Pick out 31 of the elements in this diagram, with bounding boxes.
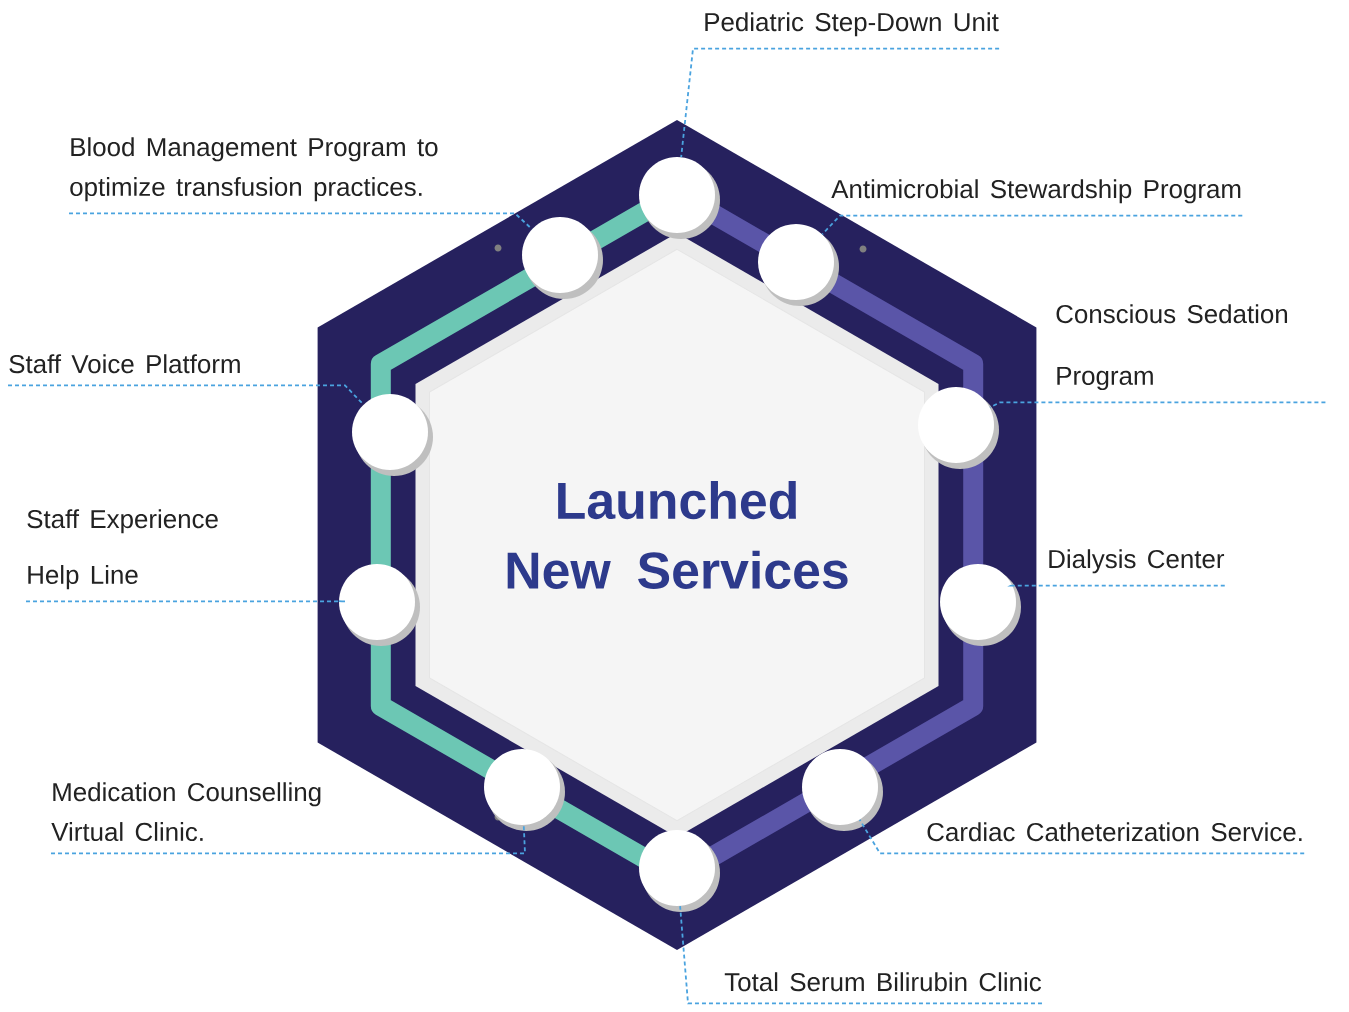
service-label: Staff Voice Platform — [9, 354, 240, 374]
leader-line — [1007, 584, 1226, 587]
leader-line — [25, 600, 346, 603]
leader-line — [679, 905, 1043, 1005]
leader-line — [50, 824, 526, 855]
leader-line — [858, 818, 1306, 855]
circle-marker — [918, 387, 999, 469]
service-label: Total Serum Bilirubin Clinic — [724, 972, 1041, 992]
circle-marker — [484, 749, 565, 831]
service-label: Dialysis Center — [1049, 549, 1225, 574]
leader-line — [680, 47, 1000, 158]
circle-marker — [352, 394, 433, 476]
service-label: Cardiac Catheterization Service. — [927, 822, 1302, 842]
service-label: Staff Experience Help Line — [27, 509, 218, 590]
circle-marker — [758, 224, 839, 306]
service-label: Conscious Sedation Program — [1056, 304, 1287, 391]
leader-line — [68, 212, 533, 230]
service-label: Medication Counselling Virtual Clinic. — [51, 782, 321, 842]
leader-line — [821, 214, 1244, 236]
circle-marker — [639, 157, 720, 239]
circle-marker — [802, 749, 883, 831]
leader-line — [7, 384, 365, 406]
circle-marker — [339, 564, 420, 646]
leader-line — [989, 401, 1327, 409]
circle-marker — [639, 830, 720, 912]
hexagon-box: Launched New Services — [429, 248, 925, 822]
circle-marker — [522, 217, 603, 299]
service-label: Blood Management Program to optimize transfusion practices. — [70, 137, 438, 202]
circle-marker — [940, 564, 1021, 646]
service-label: Antimicrobial Stewardship Program — [831, 179, 1241, 204]
service-label: Pediatric Step-Down Unit — [705, 12, 999, 37]
